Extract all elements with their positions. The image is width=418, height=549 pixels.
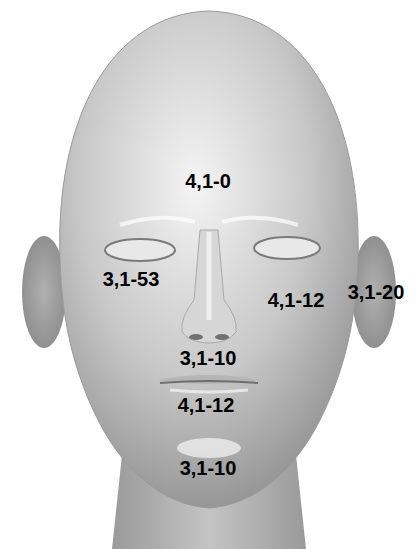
site-label: 3,1-20 xyxy=(348,282,405,302)
nose xyxy=(182,230,237,343)
mouth-line xyxy=(160,381,258,383)
brow-highlight xyxy=(222,218,298,225)
nose-ridge xyxy=(207,232,212,320)
face xyxy=(60,11,359,508)
site-label: 4,1-12 xyxy=(178,395,235,415)
lower-lip xyxy=(170,390,248,392)
brow-highlight xyxy=(120,218,195,225)
left-eye xyxy=(105,239,175,261)
chin-highlight xyxy=(177,438,241,458)
site-label: 4,1-12 xyxy=(268,290,325,310)
upper-lip xyxy=(158,375,260,384)
nostril xyxy=(215,334,229,340)
site-label: 4,1-0 xyxy=(185,171,231,191)
site-label: 3,1-53 xyxy=(103,269,160,289)
site-label: 3,1-10 xyxy=(180,348,237,368)
nostril xyxy=(189,334,203,340)
site-label: 3,1-10 xyxy=(180,458,237,478)
right-eye xyxy=(254,237,320,259)
